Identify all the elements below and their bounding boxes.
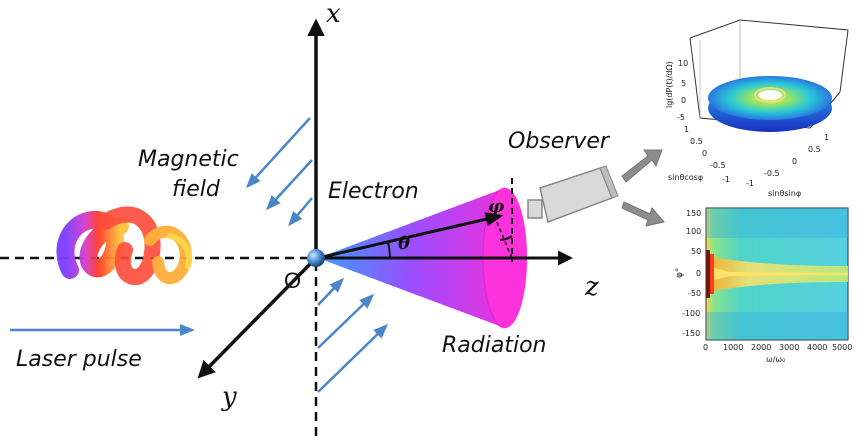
z-axis-label: z [584, 272, 599, 302]
plot3d-xtick-3: -0.5 [710, 161, 726, 170]
phi-arc [499, 235, 513, 241]
plot3d-xtick-2: 0 [702, 149, 707, 158]
radiation-3d-plot: lg(dP(t)/dΩ) 10 5 0 -5 1 0.5 0 -0.5 -1 -… [665, 19, 849, 198]
electron-sphere [307, 249, 325, 267]
laser-pulse-label: Laser pulse [16, 347, 142, 372]
laser-pulse-helix [56, 206, 192, 285]
plot2d-ytick-2: 50 [691, 247, 701, 256]
plot2d-ytick-0: 150 [686, 209, 701, 218]
y-axis-label: y [221, 382, 237, 412]
plot2d-ytick-4: -50 [688, 289, 701, 298]
plot3d-xtick-4: -1 [722, 175, 730, 184]
observer-label: Observer [508, 129, 611, 154]
plot2d-ylabel: φ° [675, 268, 685, 278]
plot3d-ytick-2: 0 [792, 157, 797, 166]
field-label: field [172, 177, 221, 202]
plot3d-ylabel: sinθsinφ [768, 189, 801, 198]
theta-label: θ [398, 233, 410, 254]
plot3d-xtick-1: 0.5 [690, 137, 703, 146]
plot2d-xtick-3: 3000 [779, 343, 799, 352]
plot3d-xtick-0: 1 [684, 125, 689, 134]
plot2d-xtick-0: 0 [703, 343, 708, 352]
x-axis-label: x [326, 0, 341, 29]
magnetic-label: Magnetic [138, 147, 239, 172]
plot2d-xtick-5: 5000 [832, 343, 852, 352]
plot2d-xlabel: ω/ω₀ [766, 355, 785, 364]
plot3d-ztick-3: -5 [677, 113, 685, 122]
observer-camera-icon [527, 165, 619, 224]
plot3d-ztick-2: 0 [681, 96, 686, 105]
theta-arc [387, 241, 391, 259]
plot3d-xlabel: sinθcosφ [668, 173, 703, 182]
plot3d-ytick-0: -1 [746, 179, 754, 188]
radiation-label: Radiation [442, 333, 546, 358]
plot3d-ztick-1: 5 [681, 79, 686, 88]
plot2d-ytick-5: -100 [682, 309, 700, 318]
electron-label: Electron [328, 179, 419, 204]
y-axis [197, 256, 318, 379]
plot2d-xtick-1: 1000 [723, 343, 743, 352]
plot2d-ytick-1: 100 [686, 227, 701, 236]
plot3d-ytick-4: 1 [824, 133, 829, 142]
phi-label: φ [488, 196, 505, 217]
origin-label: O [284, 268, 301, 293]
emission-direction-ray [317, 212, 504, 260]
magnetic-field-arrows-upper [245, 117, 313, 227]
plot3d-ztick-0: 10 [678, 59, 688, 68]
plot3d-ytick-1: -0.5 [764, 169, 780, 178]
plot2d-ytick-6: -150 [682, 329, 700, 338]
plot3d-zlabel: lg(dP(t)/dΩ) [665, 61, 674, 108]
plot3d-ytick-3: 0.5 [808, 145, 821, 154]
radiation-spectrum-plot: φ° 150 100 50 0 -50 -100 -150 0 1000 200… [675, 207, 852, 364]
plot2d-ytick-3: 0 [696, 269, 701, 278]
magnetic-field-arrows-lower [317, 277, 389, 393]
observer-to-plots-arrows [621, 149, 665, 227]
plot2d-xtick-2: 2000 [751, 343, 771, 352]
plot2d-xtick-4: 4000 [807, 343, 827, 352]
